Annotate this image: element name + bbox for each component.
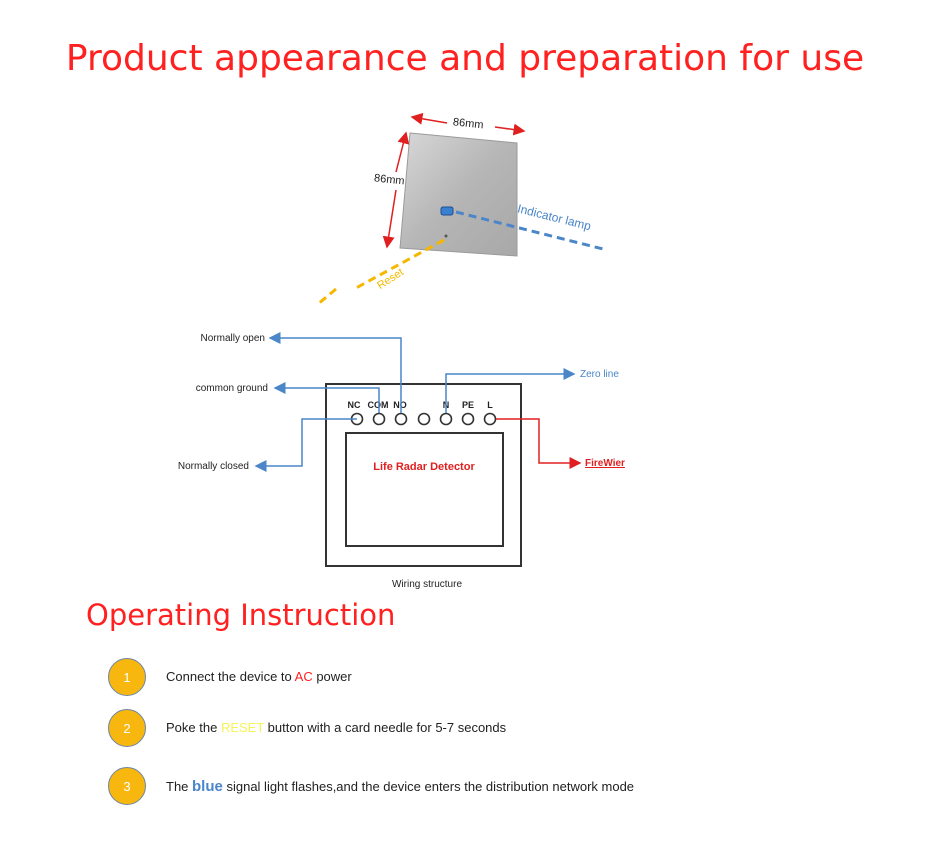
wire-common-ground — [273, 382, 380, 413]
step-text: Poke the RESET button with a card needle… — [166, 720, 507, 735]
height-dimension-top-arrow — [395, 131, 410, 173]
terminal-blank — [417, 412, 431, 426]
wire-zero-line — [445, 368, 576, 413]
switch-panel — [399, 132, 518, 257]
fire-wire-label: FireWier — [585, 458, 625, 469]
reset-label: Reset — [375, 266, 406, 292]
product-diagram: 86mm 86mm Indicator lamp Reset Life Rada… — [178, 112, 625, 590]
highlight-ac: AC — [294, 669, 313, 684]
step-number-badge: 2 — [108, 709, 146, 747]
terminal-no-label: NO — [393, 400, 407, 410]
terminal-pe — [461, 412, 475, 426]
terminal-pe-label: PE — [462, 400, 474, 410]
normally-open-label: Normally open — [201, 333, 265, 344]
highlight-reset: RESET — [220, 720, 265, 735]
reset-leader — [355, 238, 445, 290]
step-number-badge: 3 — [108, 767, 146, 805]
terminal-l-label: L — [487, 400, 493, 410]
wire-fire — [496, 418, 582, 469]
section-title: Operating Instruction — [86, 598, 396, 632]
step-2: 2 Poke the RESET button with a card need… — [108, 709, 868, 749]
terminal-n — [439, 412, 453, 426]
step-number-badge: 1 — [108, 658, 146, 696]
terminal-l — [483, 412, 497, 426]
terminal-com-label: COM — [368, 400, 389, 410]
width-dimension-right-arrow — [494, 123, 526, 136]
terminal-no — [394, 412, 408, 426]
width-label: 86mm — [452, 116, 484, 131]
reset-leader-tail — [317, 287, 337, 306]
wire-normally-closed — [254, 418, 357, 472]
indicator-lamp — [440, 206, 454, 216]
height-dimension-bottom-arrow — [382, 189, 397, 249]
wiring-caption: Wiring structure — [392, 579, 462, 590]
normally-closed-label: Normally closed — [178, 461, 249, 472]
wire-normally-open — [268, 332, 402, 413]
terminal-nc-label: NC — [348, 400, 361, 410]
highlight-blue: blue — [192, 778, 223, 795]
step-3: 3 The blue signal light flashes,and the … — [108, 767, 868, 807]
reset-hole — [444, 234, 448, 238]
terminal-com — [372, 412, 386, 426]
wiring-outer-box — [325, 383, 522, 567]
detector-label: Life Radar Detector — [373, 461, 475, 473]
step-text: Connect the device to AC power — [166, 669, 352, 684]
indicator-lamp-label: Indicator lamp — [516, 201, 593, 233]
zero-line-label: Zero line — [580, 369, 619, 380]
width-dimension-left-arrow — [410, 112, 448, 125]
step-1: 1 Connect the device to AC power — [108, 658, 868, 698]
common-ground-label: common ground — [196, 383, 268, 394]
step-text: The blue signal light flashes,and the de… — [166, 778, 635, 795]
page-title: Product appearance and preparation for u… — [65, 38, 865, 79]
height-label: 86mm — [373, 172, 405, 187]
wiring-inner-box — [345, 432, 504, 547]
